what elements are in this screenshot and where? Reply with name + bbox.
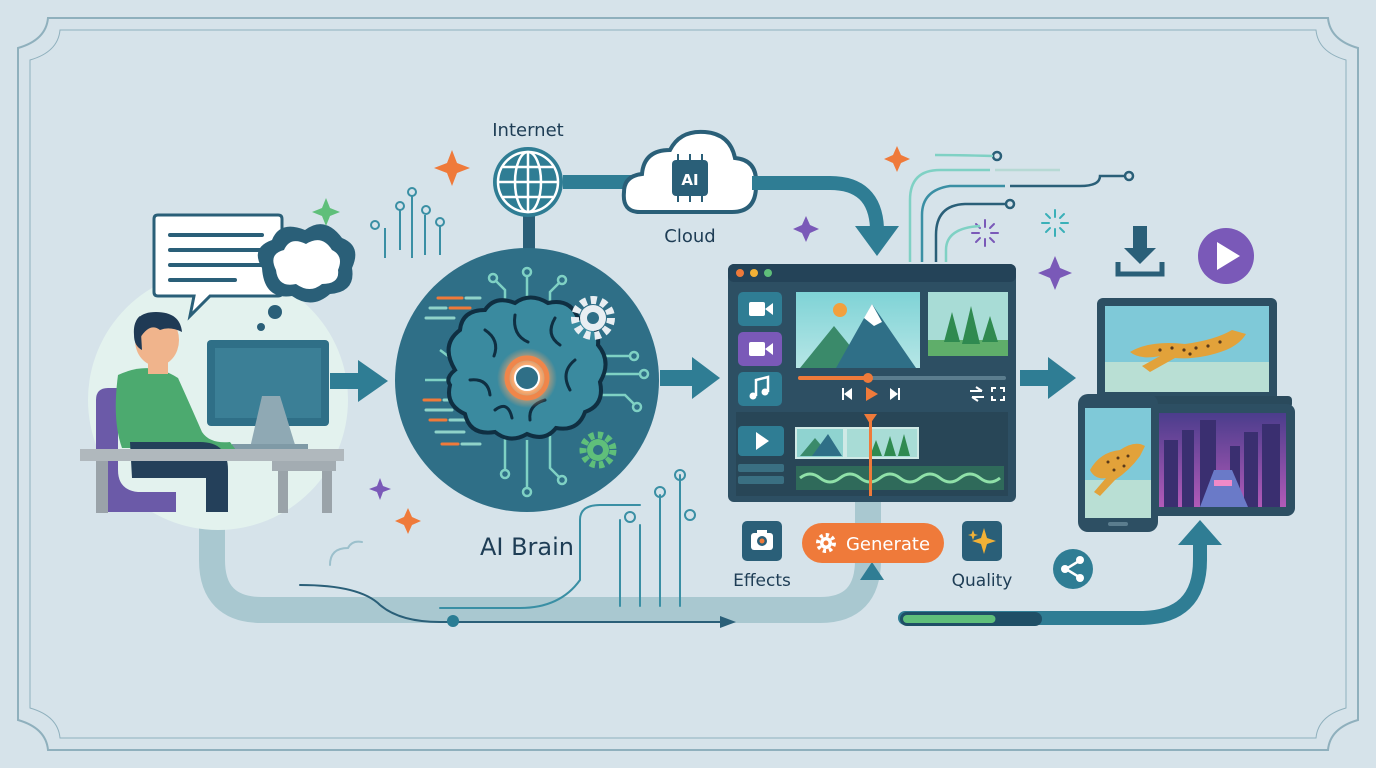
arrow-pipe-to-generate bbox=[860, 562, 884, 580]
window-maximize-dot[interactable] bbox=[764, 269, 772, 277]
quality-label: Quality bbox=[952, 571, 1013, 591]
render-progress-fill bbox=[903, 615, 996, 623]
cloud-ai-icon: AI bbox=[621, 129, 759, 214]
ai-badge-text: AI bbox=[681, 171, 698, 189]
render-progress-bar bbox=[900, 612, 1042, 626]
cloud-node: AI Cloud bbox=[621, 129, 899, 256]
phone-device bbox=[1078, 394, 1158, 532]
playback-controls bbox=[842, 386, 1005, 402]
effects-control[interactable]: Effects bbox=[733, 521, 791, 591]
rewind-icon[interactable] bbox=[842, 388, 852, 400]
scrub-handle[interactable] bbox=[863, 373, 873, 383]
arrow-editor-to-devices bbox=[1020, 357, 1076, 399]
ai-brain-node: AI Brain bbox=[395, 215, 659, 561]
video-camera-icon[interactable] bbox=[738, 332, 782, 366]
gear-icon bbox=[816, 533, 836, 553]
internet-node: Internet bbox=[492, 120, 633, 217]
preview-mountain-scene bbox=[796, 292, 920, 368]
window-minimize-dot[interactable] bbox=[750, 269, 758, 277]
timeline bbox=[736, 412, 1008, 496]
gear-icon bbox=[571, 296, 615, 340]
arrow-user-to-brain bbox=[330, 360, 388, 402]
globe-icon bbox=[493, 147, 563, 217]
connector-pipes bbox=[199, 467, 1222, 628]
cheetah-image bbox=[1130, 330, 1246, 372]
editor-input-lines bbox=[908, 150, 1135, 262]
preview-forest-scene bbox=[928, 292, 1008, 356]
speech-bubble-icon bbox=[152, 213, 284, 321]
video-camera-icon[interactable] bbox=[738, 292, 782, 326]
quality-control[interactable]: Quality bbox=[952, 521, 1013, 591]
play-icon[interactable] bbox=[1198, 228, 1254, 284]
ai-brain-label: AI Brain bbox=[480, 533, 574, 561]
sparkle-decorations bbox=[312, 146, 1072, 534]
desktop-monitor bbox=[207, 340, 329, 451]
loop-icon[interactable] bbox=[970, 386, 984, 402]
gear-icon bbox=[579, 431, 617, 469]
code-lines bbox=[422, 296, 482, 446]
arrow-brain-to-editor bbox=[660, 357, 720, 399]
brain-chip-icon bbox=[446, 295, 608, 441]
video-editor-window bbox=[728, 264, 1016, 502]
music-note-icon[interactable] bbox=[738, 372, 782, 406]
camera-icon bbox=[751, 530, 773, 550]
user-workstation bbox=[80, 213, 356, 530]
laptop-device bbox=[1082, 298, 1292, 408]
forward-icon[interactable] bbox=[890, 388, 900, 400]
generate-label: Generate bbox=[846, 534, 930, 555]
cloud-label: Cloud bbox=[664, 226, 715, 247]
download-icon[interactable] bbox=[1115, 226, 1165, 277]
window-close-dot[interactable] bbox=[736, 269, 744, 277]
play-icon[interactable] bbox=[866, 387, 878, 401]
arrow-cloud-to-editor bbox=[752, 176, 884, 229]
internet-label: Internet bbox=[492, 120, 563, 141]
tablet-device bbox=[1150, 404, 1295, 516]
sparkle-icon bbox=[968, 528, 996, 554]
share-icon[interactable] bbox=[1053, 549, 1093, 589]
decorative-frame bbox=[17, 17, 1359, 751]
desk bbox=[80, 449, 344, 513]
timeline-clip-mountain[interactable] bbox=[795, 427, 845, 459]
generate-button[interactable]: Generate bbox=[802, 523, 944, 563]
timeline-clip-forest[interactable] bbox=[845, 427, 919, 459]
playhead[interactable] bbox=[869, 414, 872, 496]
thought-bubble-icon bbox=[257, 224, 356, 331]
decorative-circuit-left bbox=[370, 187, 445, 258]
effects-label: Effects bbox=[733, 571, 791, 591]
circuit-nodes bbox=[487, 266, 650, 498]
fullscreen-icon[interactable] bbox=[991, 387, 1005, 401]
